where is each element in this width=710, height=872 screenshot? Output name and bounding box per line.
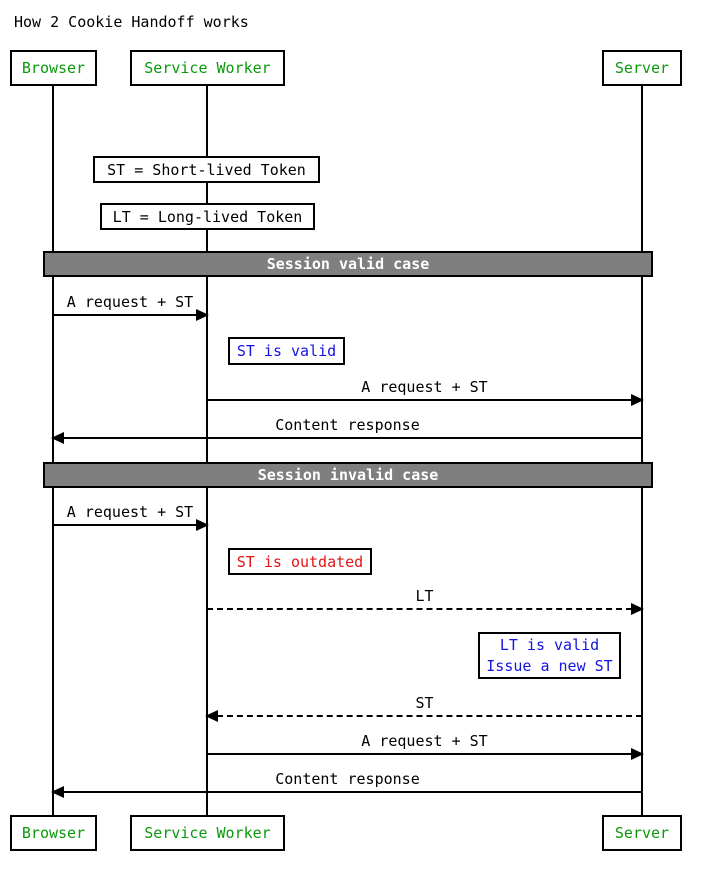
message-request-st-1-arrow xyxy=(53,309,209,321)
section-session-invalid: Session invalid case xyxy=(43,462,653,488)
arrowhead-right-icon xyxy=(631,603,644,615)
note-short-lived-token: ST = Short-lived Token xyxy=(93,156,320,183)
actor-browser-label: Browser xyxy=(21,824,86,842)
message-request-st-1: A request + ST xyxy=(53,293,209,321)
note-lt-is-valid-line1: LT is valid xyxy=(499,635,600,654)
arrowhead-left-icon xyxy=(51,432,64,444)
message-st: ST xyxy=(205,694,642,722)
message-st-arrow xyxy=(205,710,642,722)
actor-service-worker-bottom: Service Worker xyxy=(130,815,285,851)
section-session-valid: Session valid case xyxy=(43,251,653,277)
section-session-valid-label: Session valid case xyxy=(266,255,430,273)
arrowhead-left-icon xyxy=(205,710,218,722)
message-lt-arrow xyxy=(207,603,644,615)
note-lt-is-valid-line2: Issue a new ST xyxy=(486,656,613,675)
actor-server-top: Server xyxy=(602,50,682,86)
message-request-st-3-arrow xyxy=(53,519,209,531)
message-content-response-1-label: Content response xyxy=(275,416,420,434)
note-short-lived-token-label: ST = Short-lived Token xyxy=(107,160,306,179)
note-lt-is-valid: LT is valid Issue a new ST xyxy=(478,632,621,679)
note-st-is-valid-label: ST is valid xyxy=(236,342,337,360)
actor-service-worker-top: Service Worker xyxy=(130,50,285,86)
arrowhead-left-icon xyxy=(51,786,64,798)
message-request-st-1-label: A request + ST xyxy=(66,293,194,311)
message-request-st-2-label: A request + ST xyxy=(361,378,488,396)
actor-server-bottom: Server xyxy=(602,815,682,851)
actor-browser-top: Browser xyxy=(10,50,97,86)
message-request-st-4-arrow xyxy=(207,748,644,760)
message-content-response-2-arrow xyxy=(51,786,642,798)
actor-browser-bottom: Browser xyxy=(10,815,97,851)
lifeline-server xyxy=(641,86,643,815)
actor-server-label: Server xyxy=(614,824,670,842)
arrowhead-right-icon xyxy=(631,748,644,760)
message-content-response-2: Content response xyxy=(51,770,642,798)
arrowhead-right-icon xyxy=(631,394,644,406)
actor-server-label: Server xyxy=(614,59,670,77)
message-request-st-4: A request + ST xyxy=(207,732,644,760)
message-request-st-4-label: A request + ST xyxy=(361,732,488,750)
section-session-invalid-label: Session invalid case xyxy=(257,466,439,484)
note-st-is-valid: ST is valid xyxy=(228,337,345,365)
lifeline-service-worker xyxy=(206,86,208,815)
arrowhead-right-icon xyxy=(196,309,209,321)
message-content-response-2-label: Content response xyxy=(275,770,420,788)
note-st-is-outdated-label: ST is outdated xyxy=(236,552,364,571)
actor-service-worker-label: Service Worker xyxy=(144,59,271,77)
message-content-response-1: Content response xyxy=(51,416,642,444)
message-request-st-3-label: A request + ST xyxy=(66,503,194,521)
actor-browser-label: Browser xyxy=(21,59,86,77)
diagram-title: How 2 Cookie Handoff works xyxy=(14,13,249,31)
message-lt-label: LT xyxy=(415,587,434,605)
arrowhead-right-icon xyxy=(196,519,209,531)
message-request-st-2: A request + ST xyxy=(207,378,644,406)
note-long-lived-token-label: LT = Long-lived Token xyxy=(112,207,303,226)
message-request-st-2-arrow xyxy=(207,394,644,406)
actor-service-worker-label: Service Worker xyxy=(144,824,271,842)
message-request-st-3: A request + ST xyxy=(53,503,209,531)
message-st-label: ST xyxy=(415,694,434,712)
message-lt: LT xyxy=(207,587,644,615)
message-content-response-1-arrow xyxy=(51,432,642,444)
note-st-is-outdated: ST is outdated xyxy=(228,548,372,575)
lifeline-browser xyxy=(52,86,54,815)
note-long-lived-token: LT = Long-lived Token xyxy=(100,203,315,230)
